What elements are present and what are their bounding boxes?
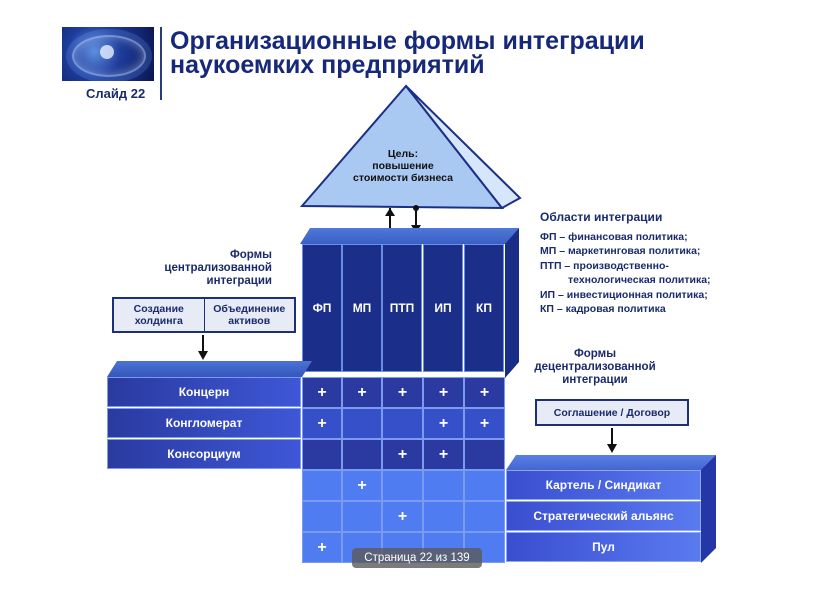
row-label: Пул bbox=[506, 532, 701, 562]
header-divider bbox=[160, 27, 162, 100]
holding-line-1: Создание bbox=[133, 303, 184, 315]
decentralized-forms-title: Формы децентрализованной интеграции bbox=[520, 348, 670, 387]
matrix-cell bbox=[464, 439, 505, 470]
left-block-top-face bbox=[107, 361, 312, 377]
row-label: Консорциум bbox=[107, 439, 301, 469]
page-indicator: Страница 22 из 139 bbox=[352, 548, 482, 568]
merge-line-2: активов bbox=[228, 315, 271, 327]
merge-line-1: Объединение bbox=[213, 303, 286, 315]
centralized-title-line-3: интеграции bbox=[206, 275, 272, 287]
goal-line-1: Цель: bbox=[387, 148, 419, 160]
matrix-cell: + bbox=[382, 377, 423, 408]
matrix-cell: + bbox=[423, 408, 464, 439]
matrix-cell bbox=[464, 501, 505, 532]
holding-line-2: холдинга bbox=[134, 315, 183, 327]
title-line-1: Организационные формы интеграции bbox=[170, 27, 645, 55]
goal-roof bbox=[299, 84, 522, 238]
matrix-cell: + bbox=[423, 439, 464, 470]
matrix-cell bbox=[342, 439, 382, 470]
goal-line-2: повышение bbox=[372, 160, 434, 172]
matrix-cell: + bbox=[382, 501, 423, 532]
matrix-cell bbox=[423, 501, 464, 532]
row-label: Конгломерат bbox=[107, 408, 301, 438]
centralized-title-line-2: централизованной bbox=[164, 262, 272, 274]
decentralized-title-line-3: интеграции bbox=[562, 374, 628, 386]
area-line: технологическая политика; bbox=[568, 274, 711, 286]
decentralized-title-line-1: Формы bbox=[573, 348, 617, 360]
area-line: МП – маркетинговая политика; bbox=[540, 245, 701, 257]
right-block-top-face bbox=[506, 455, 716, 470]
matrix-cell: + bbox=[464, 408, 505, 439]
right-arrow bbox=[607, 428, 617, 453]
goal-line-3: стоимости бизнеса bbox=[353, 172, 453, 184]
matrix-cell bbox=[342, 408, 382, 439]
matrix-cell: + bbox=[423, 377, 464, 408]
title-line-2: наукоемких предприятий bbox=[170, 51, 485, 79]
matrix-cell: + bbox=[342, 377, 382, 408]
matrix-cell: + bbox=[342, 470, 382, 501]
arrow-down-icon bbox=[607, 444, 617, 453]
slide-title: Организационные формы интеграции наукоем… bbox=[170, 27, 770, 79]
column-fp: ФП bbox=[302, 244, 342, 372]
matrix-cell bbox=[382, 470, 423, 501]
centralized-title-line-1: Формы bbox=[229, 249, 272, 261]
centralized-forms-title: Формы централизованной интеграции bbox=[132, 249, 272, 288]
area-line: КП – кадровая политика bbox=[540, 303, 666, 315]
matrix-cell: + bbox=[302, 377, 342, 408]
integration-areas-legend: Области интеграции ФП – финансовая полит… bbox=[540, 210, 740, 317]
column-kp: КП bbox=[464, 244, 504, 372]
column-ip: ИП bbox=[423, 244, 463, 372]
matrix-cell bbox=[302, 439, 342, 470]
row-label: Концерн bbox=[107, 377, 301, 407]
columns-top-face bbox=[300, 228, 519, 244]
arrow-down-icon bbox=[198, 351, 208, 360]
row-label: Картель / Синдикат bbox=[506, 470, 701, 500]
matrix-cell: + bbox=[382, 439, 423, 470]
agreement-box: Соглашение / Договор bbox=[535, 399, 689, 426]
matrix-cell: + bbox=[464, 377, 505, 408]
areas-title: Области интеграции bbox=[540, 210, 663, 224]
matrix-cell bbox=[464, 532, 505, 563]
left-arrow bbox=[198, 335, 208, 360]
matrix-cell: + bbox=[302, 408, 342, 439]
decentralized-title-line-2: децентрализованной bbox=[534, 361, 656, 373]
matrix-cell bbox=[423, 470, 464, 501]
world-logo-image bbox=[62, 27, 154, 81]
matrix-cell: + bbox=[302, 532, 342, 563]
row-label: Стратегический альянс bbox=[506, 501, 701, 531]
matrix-cell bbox=[382, 408, 423, 439]
area-line: ПТП – производственно- bbox=[540, 259, 669, 272]
arrow-up-icon bbox=[385, 208, 395, 216]
goal-label: Цель: повышение стоимости бизнеса bbox=[338, 148, 468, 184]
area-line: ИП – инвестиционная политика; bbox=[540, 288, 708, 301]
column-ptp: ПТП bbox=[382, 244, 422, 372]
column-mp: МП bbox=[342, 244, 382, 372]
matrix-cell bbox=[464, 470, 505, 501]
columns-side-face bbox=[505, 228, 519, 378]
matrix-cell bbox=[302, 501, 342, 532]
right-block-side-face bbox=[701, 455, 716, 563]
slide-number: Слайд 22 bbox=[86, 86, 146, 101]
matrix-cell bbox=[342, 501, 382, 532]
matrix-cell bbox=[302, 470, 342, 501]
area-line: ФП – финансовая политика; bbox=[540, 230, 688, 243]
